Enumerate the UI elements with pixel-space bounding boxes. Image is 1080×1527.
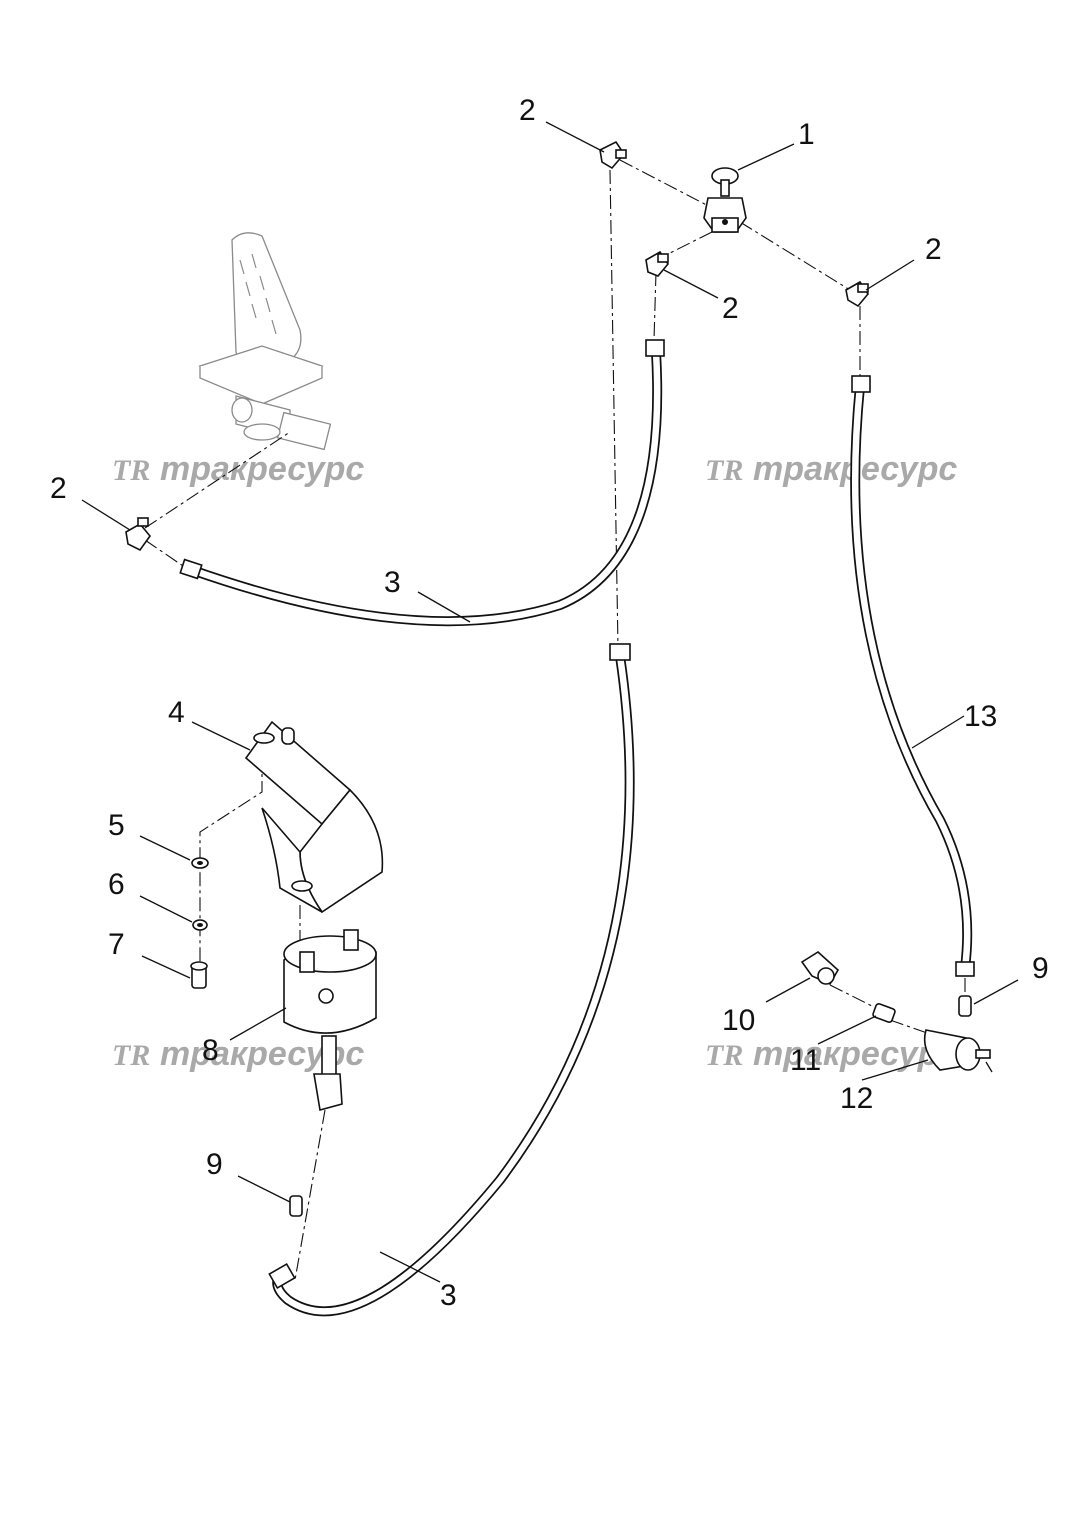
fitting-part-9-left bbox=[289, 1195, 303, 1217]
elbow-fitting-middle bbox=[645, 250, 669, 277]
brake-pedal-ghost bbox=[198, 232, 332, 451]
callout-12: 12 bbox=[840, 1082, 873, 1115]
washer-part-5 bbox=[191, 857, 209, 869]
callout-10: 10 bbox=[722, 1004, 755, 1037]
callout-5: 5 bbox=[108, 809, 125, 842]
washer-part-6 bbox=[192, 919, 208, 931]
callout-2-right: 2 bbox=[925, 233, 942, 266]
callout-7: 7 bbox=[108, 928, 125, 961]
bolt-part-7 bbox=[190, 961, 208, 989]
callout-4: 4 bbox=[168, 696, 185, 729]
elbow-fitting-top bbox=[599, 140, 627, 170]
watermark-logo: TR bbox=[112, 1039, 150, 1072]
elbow-fitting-right bbox=[845, 280, 869, 308]
fitting-part-9-right bbox=[958, 995, 972, 1017]
bracket-part-4 bbox=[244, 720, 384, 914]
valve-part-12 bbox=[923, 1029, 993, 1073]
hose-3-upper bbox=[179, 339, 665, 627]
assembly-lines bbox=[144, 159, 966, 1281]
watermark-logo: TR bbox=[705, 454, 743, 487]
adapter-part-11 bbox=[872, 1003, 896, 1023]
callout-3-upper: 3 bbox=[384, 566, 401, 599]
callout-1: 1 bbox=[798, 118, 815, 151]
watermark-logo: TR bbox=[112, 454, 150, 487]
callout-11: 11 bbox=[790, 1044, 821, 1077]
callout-3-lower: 3 bbox=[440, 1279, 457, 1312]
hose-3-lower bbox=[268, 643, 635, 1317]
watermark-bottom-right: TR тракресурс bbox=[705, 1035, 957, 1073]
callout-8: 8 bbox=[202, 1034, 219, 1067]
watermark-logo: TR bbox=[705, 1039, 743, 1072]
callout-13: 13 bbox=[964, 700, 997, 733]
callout-2-middle: 2 bbox=[722, 292, 739, 325]
callout-9-right: 9 bbox=[1032, 952, 1049, 985]
elbow-part-10 bbox=[800, 951, 840, 986]
hose-13 bbox=[850, 375, 975, 977]
elbow-fitting-left bbox=[125, 517, 152, 552]
callout-labels: 2 1 2 2 2 3 4 5 6 7 8 9 3 13 9 10 11 12 bbox=[50, 94, 1049, 1312]
callout-6: 6 bbox=[108, 868, 125, 901]
callout-9-left: 9 bbox=[206, 1148, 223, 1181]
callout-2-top: 2 bbox=[519, 94, 536, 127]
leader-lines bbox=[81, 121, 1019, 1283]
watermark-text: тракресурс bbox=[753, 1035, 957, 1073]
watermark-top-left: TR тракресурс bbox=[112, 450, 364, 488]
brake-chamber-part-8 bbox=[283, 929, 377, 1112]
watermark-top-right: TR тракресурс bbox=[705, 450, 957, 488]
hand-valve-part-1 bbox=[703, 167, 747, 233]
watermark-text: тракресурс bbox=[160, 450, 364, 488]
callout-2-left: 2 bbox=[50, 472, 67, 505]
